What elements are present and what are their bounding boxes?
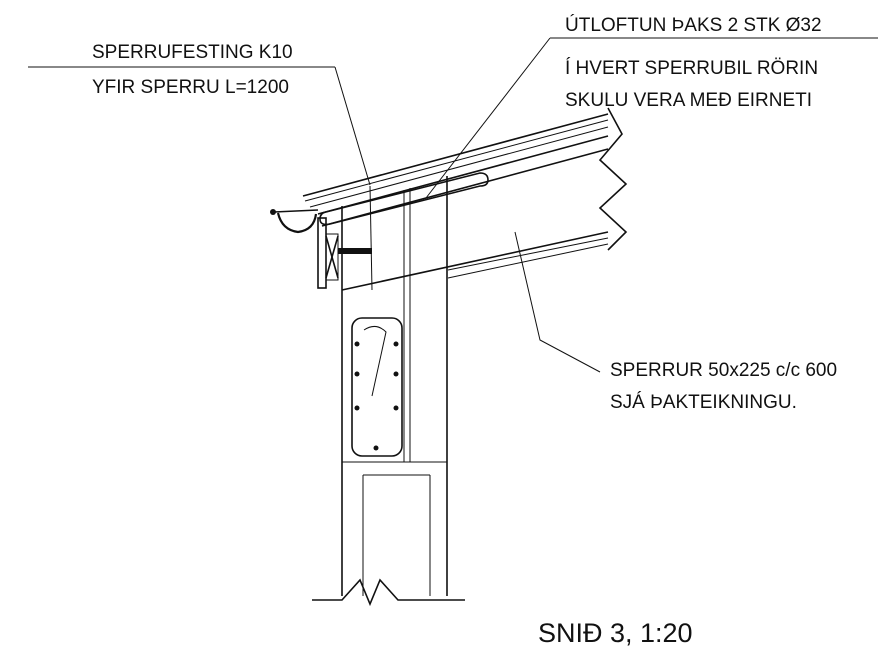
rafters-leader	[514, 231, 601, 373]
roof-ventilation-leader	[425, 37, 551, 199]
fascia-bracket	[317, 217, 372, 289]
roof-ventilation-line3: SKULU VERA MEÐ EIRNETI	[565, 90, 812, 111]
rafter-fastener-line2: YFIR SPERRU L=1200	[92, 77, 289, 98]
rafter-fastener-leader	[334, 66, 371, 186]
rafters-note: SPERRUR 50x225 c/c 600 SJÁ ÞAKTEIKNINGU.	[514, 231, 837, 413]
bolt	[338, 248, 372, 254]
rafter-break-line	[598, 107, 628, 251]
roof-ventilation-line1: ÚTLOFTUN ÞAKS 2 STK Ø32	[565, 14, 822, 36]
roof-ventilation-note: ÚTLOFTUN ÞAKS 2 STK Ø32 Í HVERT SPERRUBI…	[425, 14, 878, 199]
bracket-box	[325, 233, 339, 281]
gutter-rim	[273, 209, 319, 213]
rebar	[393, 341, 399, 347]
section-title-group: SNIÐ 3, 1:20	[538, 618, 693, 648]
gutter-body	[276, 212, 318, 234]
stirrup-hook	[363, 326, 387, 397]
section-title: SNIÐ 3, 1:20	[538, 618, 693, 648]
rebar	[354, 371, 360, 377]
rafter-bottom-edge	[341, 231, 609, 291]
fascia-board	[317, 217, 327, 289]
ceiling-line	[447, 243, 609, 279]
rafter-bottom-edge-2	[447, 237, 609, 271]
rebar	[373, 445, 379, 451]
gutter	[270, 209, 319, 234]
roof-sheet-top	[302, 113, 609, 197]
bracket-cross-2	[325, 235, 339, 279]
rafters-line1: SPERRUR 50x225 c/c 600	[610, 360, 837, 381]
ventilation-pipe	[319, 172, 489, 226]
rafter-fastener-note: SPERRUFESTING K10 YFIR SPERRU L=1200	[28, 42, 371, 186]
rebar	[354, 341, 360, 347]
roof-ventilation-line2: Í HVERT SPERRUBIL RÖRIN	[565, 58, 818, 79]
foundation-break-line	[312, 578, 465, 607]
rebar	[354, 405, 360, 411]
gutter-bead	[270, 209, 276, 215]
rafters-line2: SJÁ ÞAKTEIKNINGU.	[610, 392, 797, 413]
roof-sheet-line3	[309, 126, 609, 208]
rafter-fastener-strap	[369, 185, 373, 291]
rebar	[393, 371, 399, 377]
roof-build-up	[302, 107, 628, 291]
wall-column	[312, 176, 465, 607]
rebar	[393, 405, 399, 411]
rafter-fastener-line1: SPERRUFESTING K10	[92, 42, 293, 63]
roof-sheet-line2	[304, 119, 609, 202]
reinforcement-stirrup	[351, 317, 403, 457]
